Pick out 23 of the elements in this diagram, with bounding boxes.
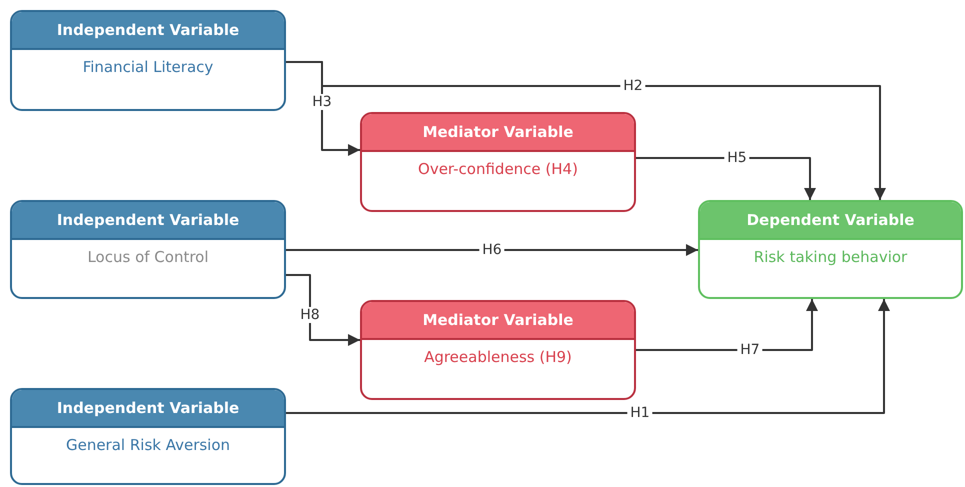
variable-box — [360, 300, 636, 400]
variable-name: General Risk Aversion — [64, 435, 232, 454]
box-heading: Independent Variable — [12, 12, 284, 50]
variable-name: Financial Literacy — [82, 57, 214, 76]
box-heading: Mediator Variable — [362, 302, 634, 340]
variable-box — [10, 10, 286, 111]
variable-box — [360, 112, 636, 212]
arrow — [636, 157, 816, 200]
variable-box — [698, 200, 963, 299]
variable-name: Agreeableness (H9) — [423, 347, 573, 366]
arrow — [286, 244, 698, 256]
variable-name: Locus of Control — [86, 247, 210, 266]
variable-name: Risk taking behavior — [752, 247, 908, 266]
variable-name: Over-confidence (H4) — [417, 159, 579, 178]
box-heading: Mediator Variable — [362, 114, 634, 152]
arrow — [286, 274, 360, 346]
arrow — [636, 299, 818, 351]
arrow — [286, 299, 890, 414]
box-heading: Independent Variable — [12, 390, 284, 428]
box-heading: Independent Variable — [12, 202, 284, 240]
variable-box — [10, 200, 286, 299]
variable-box — [10, 388, 286, 485]
box-heading: Dependent Variable — [700, 202, 961, 240]
